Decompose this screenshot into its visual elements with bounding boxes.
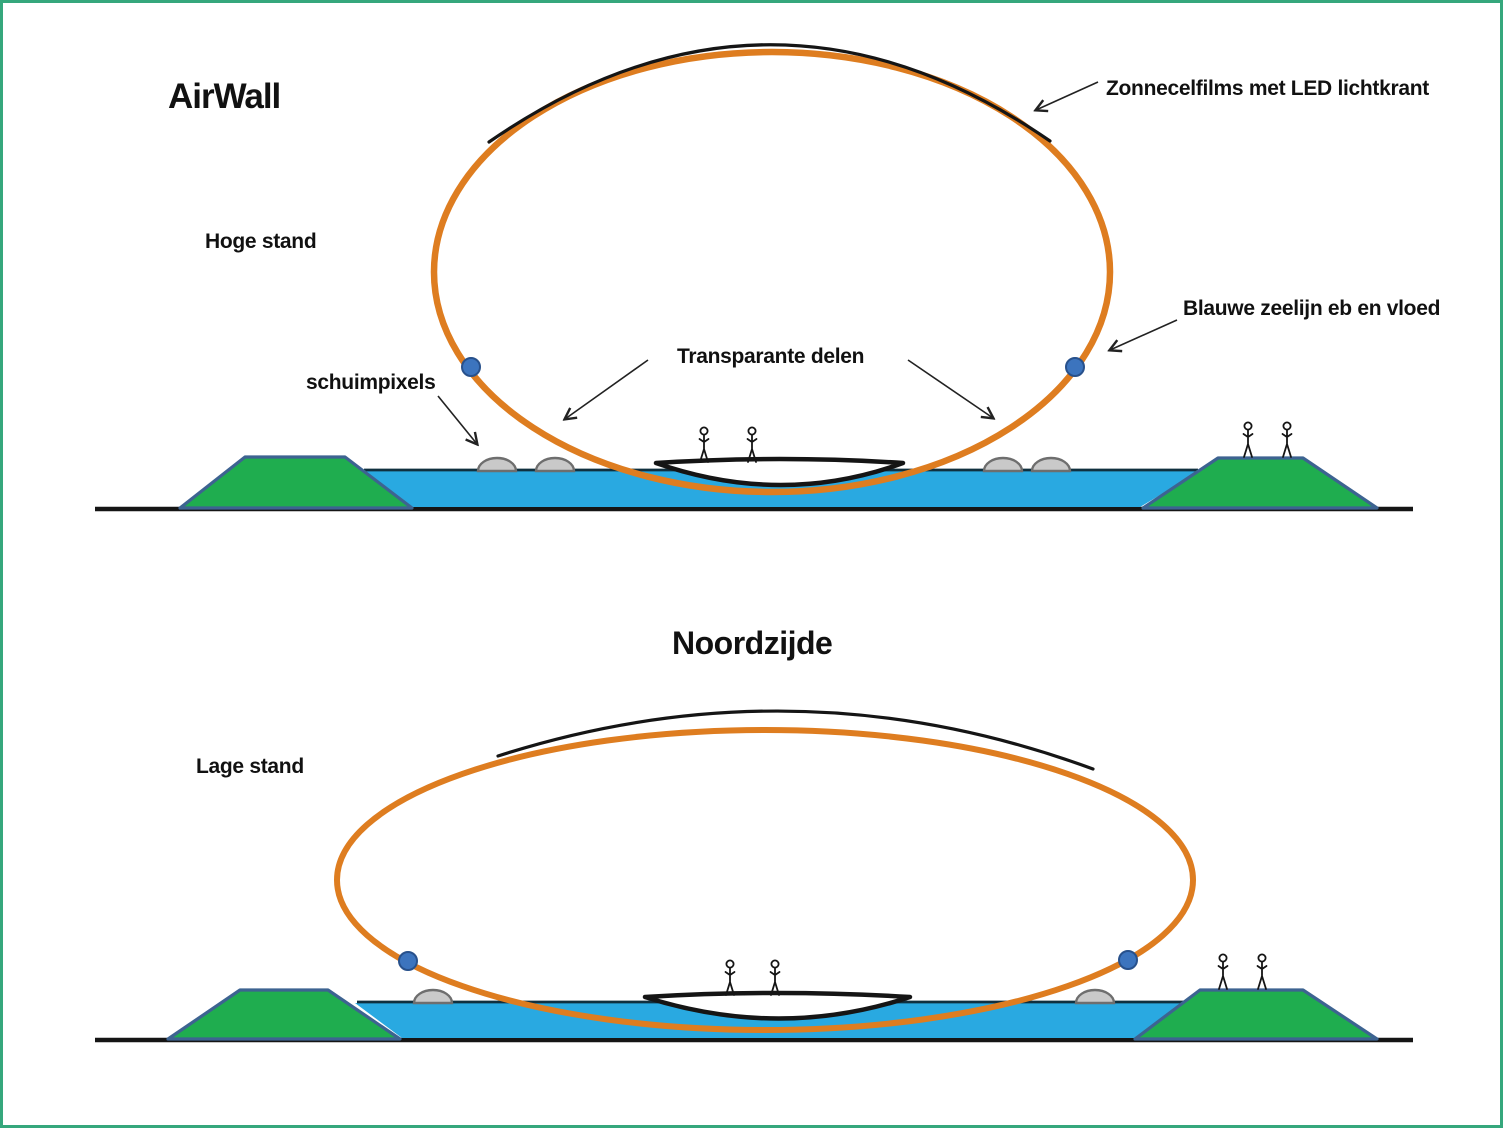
arrow-to-foam-pixels [437,395,477,444]
label-transparante-delen: Transparante delen [677,345,864,368]
page-title: AirWall [168,77,280,116]
state-label-lage: Lage stand [196,755,304,778]
membrane-ellipse [430,48,1114,496]
diagram-hoge-stand: AirWall Hoge stand schuimpixels Transpar… [95,43,1440,512]
label-blauwe-zeelijn: Blauwe zeelijn eb en vloed [1183,297,1440,320]
boat-platform [653,456,906,488]
dike-left [166,988,402,1041]
foam-pixel [412,988,454,1005]
person-figure [1281,421,1293,458]
person-figure [1217,953,1229,990]
arrow-to-solar-film [1036,81,1099,110]
person-figure [1242,421,1254,458]
sea-line-node-left [398,951,418,971]
label-schuimpixels: schuimpixels [306,371,435,394]
foam-pixel [476,456,518,473]
foam-pixel [1074,988,1116,1005]
foam-pixel [1030,456,1072,473]
dike-right [1133,988,1379,1041]
person-figure [769,959,781,996]
person-figure [724,959,736,996]
person-figure [698,426,710,463]
dike-left [178,455,414,510]
boat-platform [642,990,913,1021]
airwall-diagram: AirWall Hoge stand schuimpixels Transpar… [95,43,1440,1043]
dike-right [1141,456,1379,510]
section-title-noordzijde: Noordzijde [672,625,832,661]
person-figure [1256,953,1268,990]
sea-line-node-right [1065,357,1085,377]
label-zonnecelfilms: Zonnecelfilms met LED lichtkrant [1106,77,1429,100]
arrow-to-transparent-left [565,359,649,419]
arrow-to-sea-line [1110,319,1178,350]
foam-pixel [534,456,576,473]
state-label-hoge: Hoge stand [205,230,316,253]
sea-line-node-right [1118,950,1138,970]
foam-pixel [982,456,1024,473]
diagram-lage-stand: Lage stand [95,709,1413,1043]
arrow-to-transparent-right [907,359,993,418]
solar-film-arc [496,709,1095,771]
solar-film-arc [487,43,1052,144]
membrane-ellipse [334,727,1196,1033]
sea-line-node-left [461,357,481,377]
person-figure [746,426,758,463]
